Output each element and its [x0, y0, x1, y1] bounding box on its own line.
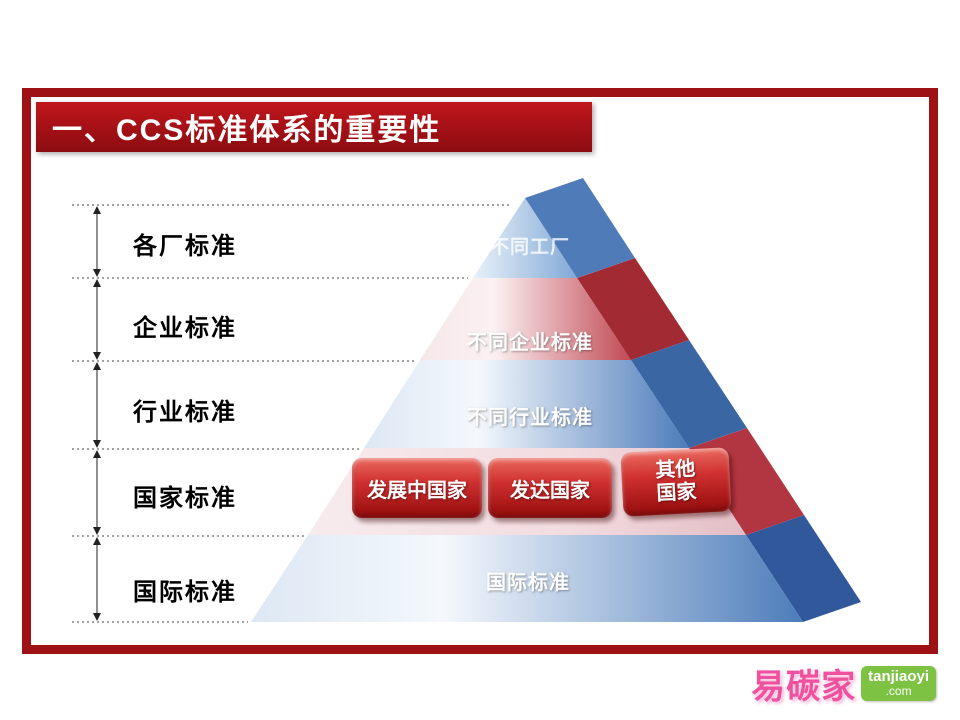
level-label-international: 国际标准: [133, 580, 237, 606]
pyramid-level5-side: [746, 515, 861, 622]
pyramid-level1-factory: [473, 178, 635, 278]
watermark-logo: 易碳家 tanjiaoyi .com: [751, 659, 936, 708]
national-box-developing-label: 发展中国家: [367, 479, 467, 502]
pyramid-text-factory: 不同工厂: [489, 237, 570, 258]
national-box-developed-countries: 发达国家: [488, 458, 612, 518]
national-box-other-countries: 其他国家: [620, 447, 732, 517]
national-box-developing-countries: 发展中国家: [352, 458, 482, 518]
national-box-other-label: 其他国家: [654, 457, 698, 506]
pyramid-level3-side: [631, 340, 747, 448]
pyramid-text-industry: 不同行业标准: [467, 407, 593, 429]
range-arrow-1: [93, 206, 101, 277]
page-title: 一、CCS标准体系的重要性: [52, 114, 442, 147]
pyramid-level1-front: [473, 198, 577, 278]
level-label-factory: 各厂标准: [133, 234, 237, 260]
pyramid-level5-front: [251, 535, 803, 622]
range-arrow-2: [93, 279, 101, 360]
pyramid-level1-side: [525, 178, 635, 278]
pyramid-text-international: 国际标准: [486, 572, 570, 594]
pyramid-level2-side: [577, 258, 689, 360]
national-box-developed-label: 发达国家: [510, 479, 590, 502]
logo-site-tld: .com: [885, 684, 912, 699]
logo-site-badge: tanjiaoyi .com: [861, 665, 936, 702]
pyramid-text-enterprise: 不同企业标准: [467, 332, 593, 354]
pyramid-level3-front: [364, 360, 689, 448]
title-banner: 一、CCS标准体系的重要性: [36, 102, 592, 152]
level-label-enterprise: 企业标准: [133, 316, 237, 342]
pyramid-level2-front: [420, 278, 631, 360]
logo-brand-text: 易碳家: [751, 669, 857, 706]
level-label-national: 国家标准: [133, 486, 237, 512]
dotted-guide-lines: [72, 204, 510, 623]
range-arrow-3: [93, 362, 101, 448]
level-label-industry: 行业标准: [133, 400, 237, 426]
logo-site-name: tanjiaoyi: [868, 667, 929, 685]
range-arrow-4: [93, 450, 101, 535]
range-arrows: [93, 206, 101, 621]
range-arrow-5: [93, 537, 101, 621]
